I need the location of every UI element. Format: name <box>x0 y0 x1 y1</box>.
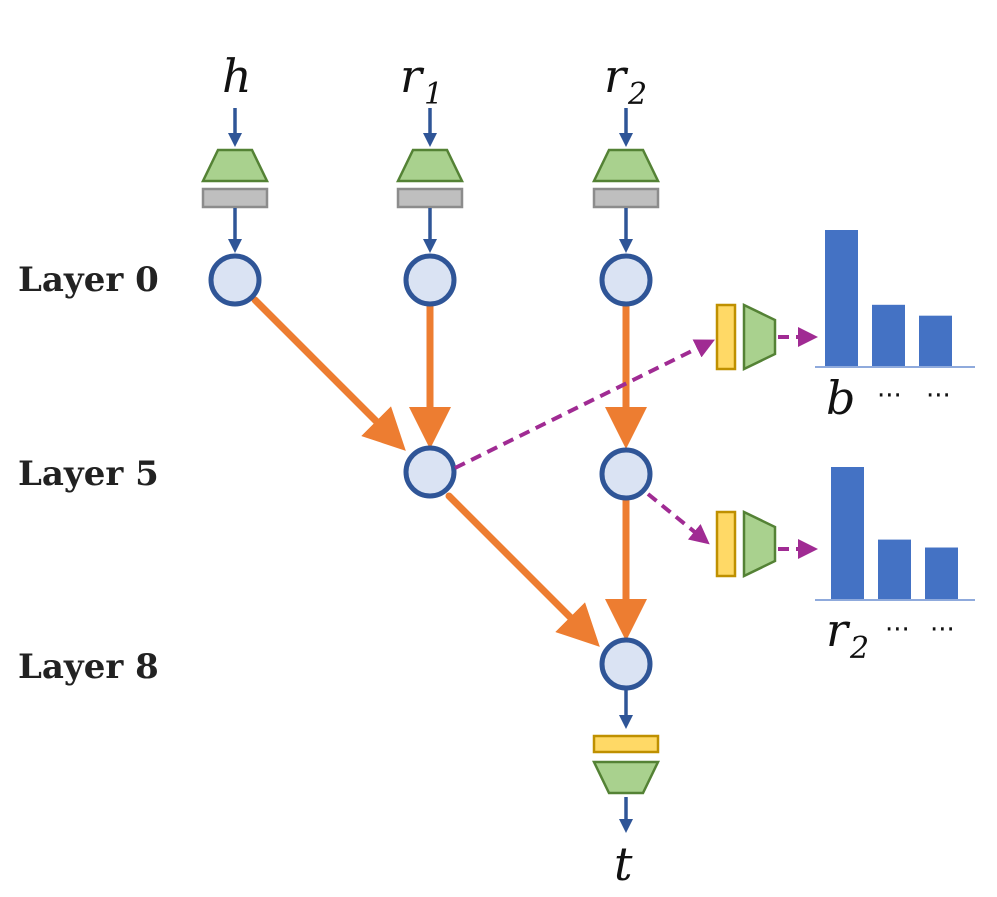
probe-dots-top-2: ··· <box>926 381 951 411</box>
probe-bottom-bar-0 <box>831 467 864 599</box>
embed-bar-h <box>201 187 269 209</box>
probe-decoder-bottom <box>715 510 777 578</box>
node-h-layer0 <box>208 253 262 307</box>
node-r1-layer0 <box>403 253 457 307</box>
embed-trapezoid-h <box>201 148 269 183</box>
node-r1-layer5 <box>403 445 457 499</box>
probe-bars-top <box>825 230 952 366</box>
probe-top-bar-2 <box>919 315 952 366</box>
node-t-layer8 <box>599 637 653 691</box>
probe-bars-bottom <box>831 467 958 599</box>
layer-label-5: Layer 5 <box>18 454 159 494</box>
probe-arrows <box>454 327 818 559</box>
embed-block-r2 <box>592 148 660 209</box>
layer-label-0: Layer 0 <box>18 260 159 300</box>
output-yellow-bar <box>592 734 660 754</box>
input-label-r1: r1 <box>400 49 443 112</box>
probe-dots-top-1: ··· <box>877 381 902 411</box>
node-r2-layer5 <box>599 447 653 501</box>
embed-arrows <box>228 208 633 253</box>
probe-arrow-r1-5 <box>454 339 715 470</box>
arrow-r1-5-to-t-8 <box>445 492 600 647</box>
embed-bar-r1 <box>396 187 464 209</box>
embed-trapezoid-r1 <box>396 148 464 183</box>
nodes <box>208 253 653 691</box>
probe-yellow-bar-bottom <box>715 510 737 578</box>
input-arrows <box>228 108 633 147</box>
embed-bar-r2 <box>592 187 660 209</box>
probe-bottom-bar-2 <box>925 547 958 599</box>
probe-yellow-bar-top <box>715 303 737 371</box>
arrow-h0-to-r1-5 <box>251 296 406 451</box>
probe-top-bar-0 <box>825 230 858 366</box>
orange-arrows <box>251 296 647 647</box>
probe-trapezoid-bottom <box>742 510 777 578</box>
probe-decoder-top <box>715 303 777 371</box>
probe-token-top: b <box>826 371 855 425</box>
layer-label-8: Layer 8 <box>18 647 159 687</box>
probe-dots-bottom-2: ··· <box>930 615 955 645</box>
embed-block-h <box>201 148 269 209</box>
probe-top-bar-1 <box>872 304 905 366</box>
input-label-h: h <box>222 49 252 103</box>
probe-token-bottom: r2 <box>826 603 869 666</box>
embed-trapezoid-r2 <box>592 148 660 183</box>
probe-trapezoid-top <box>742 303 777 371</box>
probe-dots-bottom-1: ··· <box>885 615 910 645</box>
node-r2-layer0 <box>599 253 653 307</box>
probe-bottom-bar-1 <box>878 539 911 599</box>
probe-arrow-r2-5 <box>646 492 710 545</box>
input-label-r2: r2 <box>604 49 647 112</box>
embed-block-r1 <box>396 148 464 209</box>
output-trapezoid <box>592 760 660 795</box>
output-label-t: t <box>614 837 633 891</box>
